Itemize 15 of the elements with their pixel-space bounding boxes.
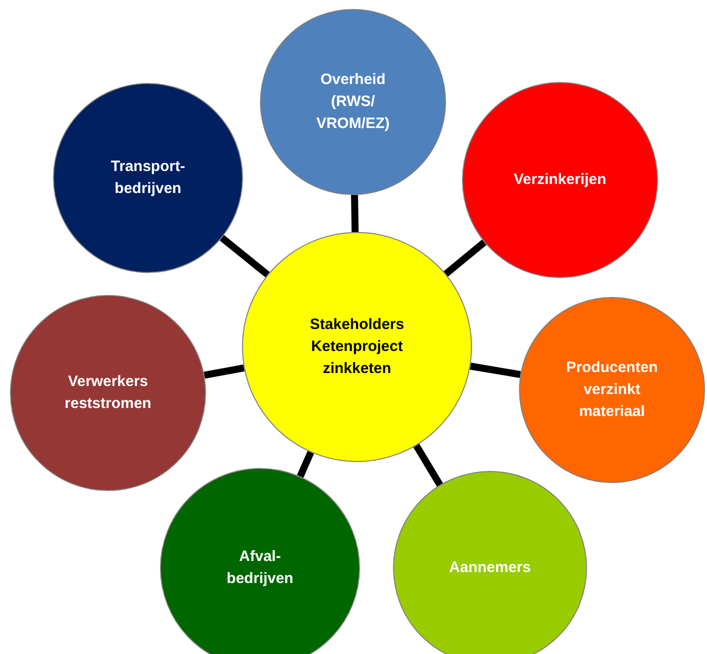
connector-line: [220, 235, 270, 278]
circle-label: Overheid (RWS/ VROM/EZ): [315, 70, 391, 134]
connector-line: [470, 362, 521, 378]
circle-label: Stakeholders Ketenproject zinkketen: [308, 315, 406, 379]
connector-line: [413, 444, 443, 487]
circle-label: Transport- bedrijven: [110, 157, 186, 199]
connector-line: [296, 450, 314, 478]
circle-label: Afval- bedrijven: [226, 547, 294, 589]
circle-label: Verwerkers reststromen: [64, 372, 152, 414]
circle-label: Verzinkerijen: [514, 170, 606, 190]
connector-line: [444, 240, 487, 277]
connector-line: [351, 194, 359, 232]
connector-line: [204, 364, 245, 379]
circle-label: Producenten verzinkt materiaal: [565, 358, 659, 422]
circle-label: Aannemers: [449, 558, 531, 578]
